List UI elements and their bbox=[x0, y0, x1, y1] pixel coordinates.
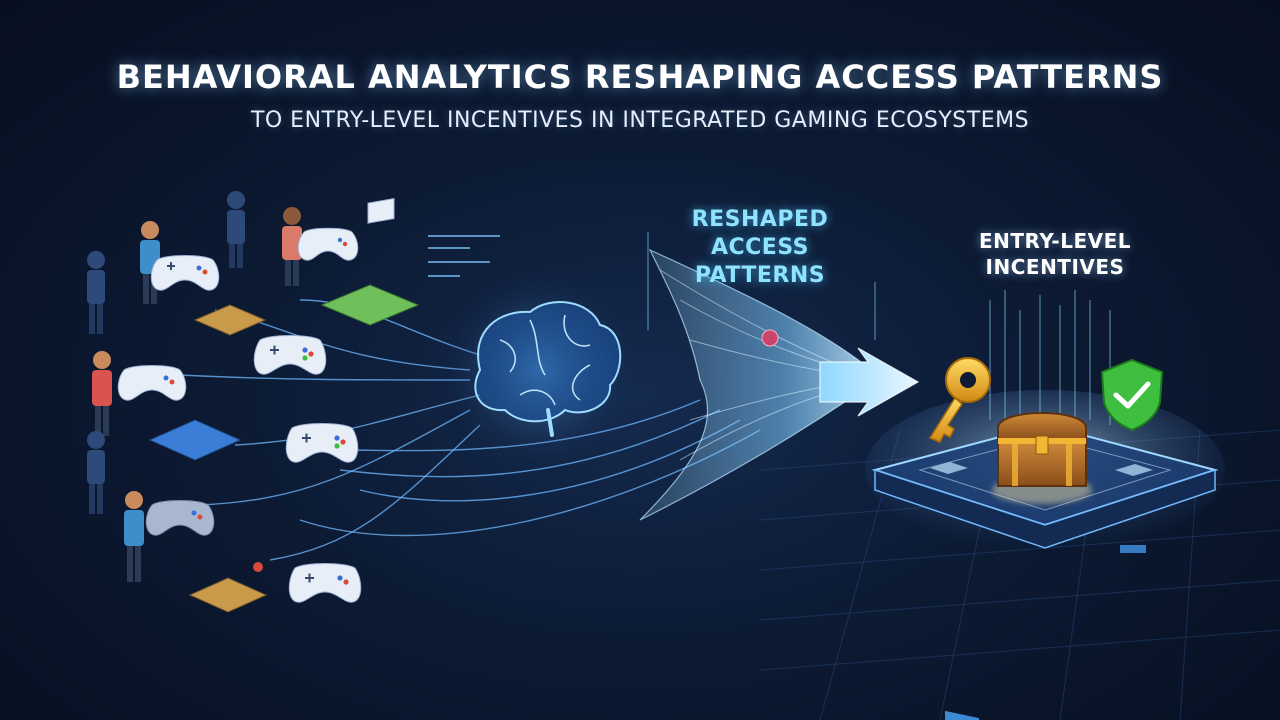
treasure-chest-icon bbox=[992, 412, 1092, 504]
game-tile bbox=[188, 577, 268, 613]
pin-icon bbox=[253, 562, 263, 572]
data-dash-lines bbox=[428, 235, 500, 277]
page-title: BEHAVIORAL ANALYTICS RESHAPING ACCESS PA… bbox=[116, 58, 1164, 96]
person-icon bbox=[87, 431, 105, 514]
gamepad-icon bbox=[288, 563, 362, 603]
label-line: INCENTIVES bbox=[985, 255, 1125, 279]
game-tile bbox=[193, 304, 267, 336]
game-board-tiles bbox=[148, 197, 779, 613]
gamepad-icon bbox=[117, 365, 187, 401]
label-line: PATTERNS bbox=[694, 263, 826, 288]
key-icon bbox=[928, 357, 991, 443]
label-line: ENTRY-LEVEL bbox=[979, 229, 1131, 253]
reshaped-access-patterns-label: RESHAPED ACCESS PATTERNS bbox=[640, 206, 880, 290]
gamepad-icon bbox=[150, 255, 220, 291]
card-stack bbox=[367, 197, 395, 224]
gamepad-icons bbox=[117, 227, 362, 603]
label-line: RESHAPED bbox=[691, 207, 829, 232]
data-pillars bbox=[989, 290, 1111, 430]
person-icon bbox=[92, 351, 112, 436]
gamepad-icon bbox=[253, 335, 327, 375]
page-subtitle: TO ENTRY-LEVEL INCENTIVES IN INTEGRATED … bbox=[250, 108, 1030, 133]
entry-level-incentives-label: ENTRY-LEVEL INCENTIVES bbox=[935, 228, 1175, 280]
game-tile bbox=[320, 284, 420, 326]
person-icon bbox=[282, 207, 302, 286]
person-icon bbox=[227, 191, 245, 268]
reshaped-flow-funnel bbox=[639, 248, 881, 521]
gamepad-icon bbox=[145, 500, 215, 536]
label-connectors bbox=[647, 232, 876, 340]
pin-icon bbox=[761, 329, 779, 347]
person-icon bbox=[87, 251, 105, 334]
label-line: ACCESS bbox=[710, 235, 810, 260]
shield-check-icon bbox=[1100, 358, 1164, 432]
brain-icon bbox=[445, 275, 635, 465]
game-tile bbox=[148, 419, 242, 461]
gamepad-icon bbox=[285, 423, 359, 463]
arrow-icon bbox=[819, 347, 920, 417]
gamepad-icon bbox=[297, 227, 359, 261]
person-icon bbox=[124, 491, 144, 582]
